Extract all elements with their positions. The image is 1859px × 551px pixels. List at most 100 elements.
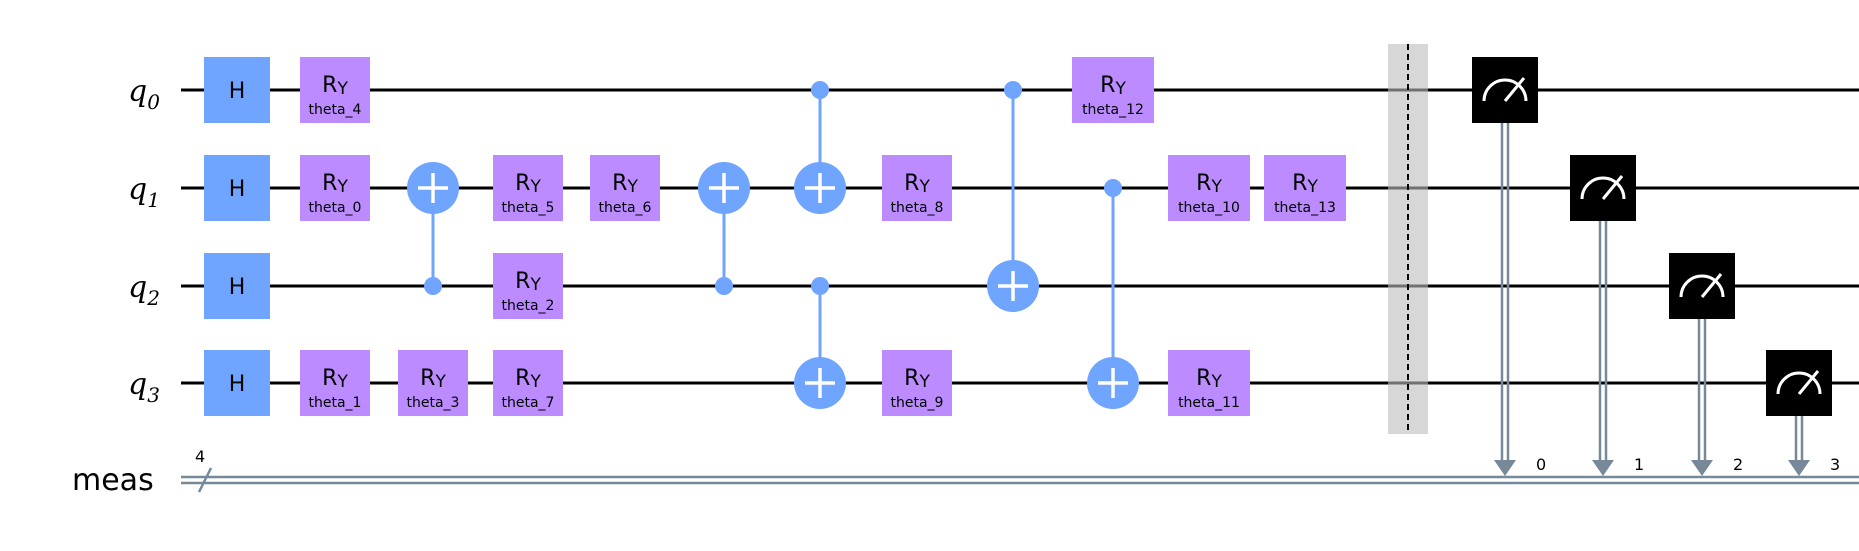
ry-gate-letter: R bbox=[322, 171, 337, 196]
cx-target bbox=[794, 162, 846, 214]
ry-gate-subscript: Y bbox=[336, 79, 348, 99]
ry-gate-subscript: Y bbox=[1306, 177, 1318, 197]
cx-control-dot bbox=[1004, 81, 1022, 99]
meter-icon bbox=[1580, 176, 1626, 200]
ry-gate-param: theta_13 bbox=[1274, 200, 1336, 216]
qubit-label-q0: q0 bbox=[128, 74, 160, 114]
ry-gate-letter: R bbox=[612, 171, 627, 196]
cx-target bbox=[698, 162, 750, 214]
ry-gate-box bbox=[493, 350, 563, 416]
h-gate-box bbox=[204, 57, 270, 123]
bundle-slash bbox=[197, 467, 213, 493]
cx-control-dot bbox=[715, 277, 733, 295]
ry-gate-letter: R bbox=[515, 171, 530, 196]
h-gate-label: H bbox=[229, 177, 246, 202]
ry-gate-letter: R bbox=[420, 366, 435, 391]
ry-gate-param: theta_10 bbox=[1178, 200, 1240, 216]
measure-box bbox=[1669, 253, 1735, 319]
qubit-label-q1: q1 bbox=[128, 172, 160, 212]
ry-gate-param: theta_3 bbox=[407, 395, 460, 411]
cx-control-dot bbox=[811, 277, 829, 295]
ry-gate-box bbox=[300, 57, 370, 123]
qubit-label-letter: q bbox=[128, 74, 147, 109]
meter-needle-icon bbox=[1503, 77, 1526, 102]
ry-gate-subscript: Y bbox=[1210, 177, 1222, 197]
ry-gate-name: RY bbox=[515, 366, 541, 392]
ry-gate-param: theta_5 bbox=[502, 200, 555, 216]
measure-arrowhead bbox=[1494, 460, 1516, 476]
measure-box bbox=[1766, 350, 1832, 416]
ry-gate-letter: R bbox=[1292, 171, 1307, 196]
ry-gate-subscript: Y bbox=[1114, 79, 1126, 99]
cx-control-dot bbox=[424, 277, 442, 295]
ry-gate-name: RY bbox=[515, 171, 541, 197]
meter-needle-icon bbox=[1700, 273, 1723, 298]
qubit-label-index: 1 bbox=[147, 188, 160, 212]
qubit-label-letter: q bbox=[128, 270, 147, 305]
qubit-label-index: 0 bbox=[147, 90, 160, 114]
h-gate: H bbox=[204, 155, 270, 221]
cx-target bbox=[407, 162, 459, 214]
ry-gate-subscript: Y bbox=[918, 372, 930, 392]
meter-icon bbox=[1776, 371, 1822, 395]
measure-gate bbox=[1472, 57, 1538, 123]
ry-gate-name: RY bbox=[612, 171, 638, 197]
ry-gate-param: theta_0 bbox=[309, 200, 362, 216]
ry-gate-box bbox=[300, 350, 370, 416]
ry-gate-letter: R bbox=[515, 366, 530, 391]
qubit-label-q2: q2 bbox=[128, 270, 160, 310]
measure-arrowhead bbox=[1592, 460, 1614, 476]
ry-gate-name: RY bbox=[1292, 171, 1318, 197]
qubit-label-index: 3 bbox=[147, 383, 160, 407]
ry-gate-box bbox=[882, 155, 952, 221]
ry-gate-name: RY bbox=[322, 73, 348, 99]
ry-gate-box bbox=[398, 350, 468, 416]
h-gate-label: H bbox=[229, 275, 246, 300]
ry-gate-name: RY bbox=[420, 366, 446, 392]
ry-gate-name: RY bbox=[1196, 366, 1222, 392]
measure-gate bbox=[1669, 253, 1735, 319]
gates-layer: HHHHRYtheta_4RYtheta_0RYtheta_1RYtheta_3… bbox=[204, 57, 1346, 416]
classical-bit-index: 1 bbox=[1634, 455, 1644, 474]
measure-gate bbox=[1570, 155, 1636, 221]
cx-target bbox=[794, 357, 846, 409]
classical-register-label: meas bbox=[72, 463, 154, 498]
ry-gate-param: theta_9 bbox=[891, 395, 944, 411]
ry-gate-box bbox=[590, 155, 660, 221]
ry-gate-param: theta_2 bbox=[502, 298, 555, 314]
ry-gate-letter: R bbox=[904, 366, 919, 391]
ry-gate-theta_6: RY theta_6 bbox=[590, 155, 660, 221]
ry-gate-theta_3: RY theta_3 bbox=[398, 350, 468, 416]
qubit-label-q3: q3 bbox=[128, 367, 160, 407]
meter-needle-icon bbox=[1797, 370, 1820, 395]
ry-gate-box bbox=[882, 350, 952, 416]
ry-gate-subscript: Y bbox=[529, 177, 541, 197]
measurement-layer bbox=[1472, 57, 1832, 416]
ry-gate-subscript: Y bbox=[529, 275, 541, 295]
cx-control-dot bbox=[1104, 179, 1122, 197]
connectors-layer bbox=[431, 90, 1810, 476]
register-size-label: 4 bbox=[195, 447, 205, 466]
ry-gate-box bbox=[1072, 57, 1154, 123]
measure-arrowhead bbox=[1788, 460, 1810, 476]
ry-gate-letter: R bbox=[904, 171, 919, 196]
ry-gate-box bbox=[1264, 155, 1346, 221]
ry-gate-param: theta_6 bbox=[599, 200, 652, 216]
ry-gate-letter: R bbox=[515, 269, 530, 294]
h-gate: H bbox=[204, 350, 270, 416]
ry-gate-name: RY bbox=[1196, 171, 1222, 197]
measure-box bbox=[1570, 155, 1636, 221]
ry-gate-letter: R bbox=[1196, 171, 1211, 196]
meter-needle-icon bbox=[1601, 175, 1624, 200]
h-gate-label: H bbox=[229, 372, 246, 397]
h-gate-box bbox=[204, 155, 270, 221]
